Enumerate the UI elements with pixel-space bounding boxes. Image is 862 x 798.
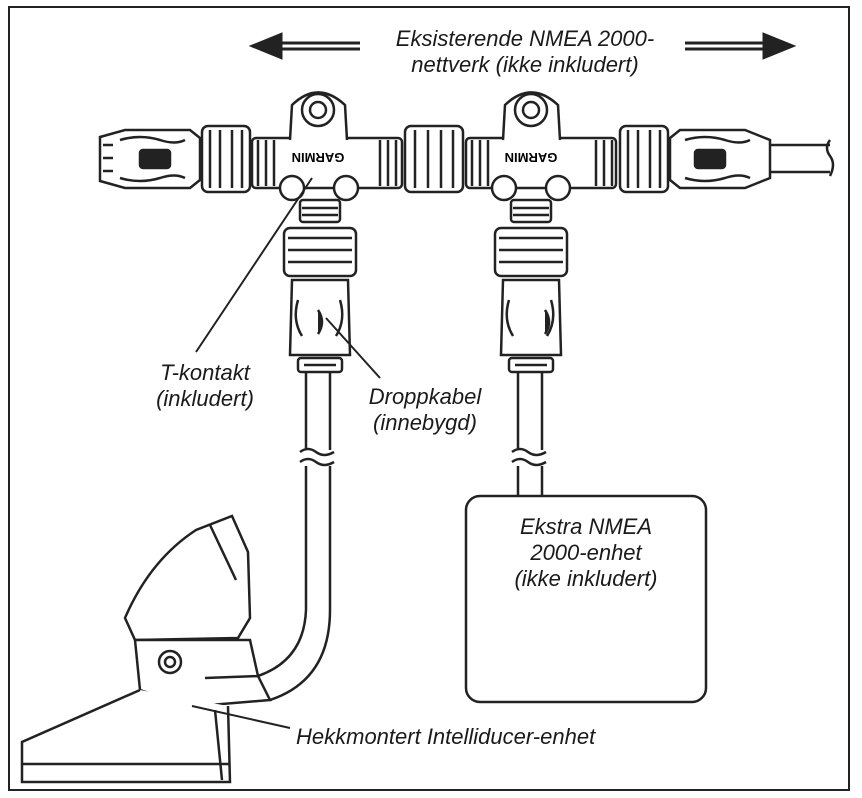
leader-dropcable: [325, 317, 381, 379]
tconnector-label-line1: T-kontakt: [160, 360, 250, 385]
drop-cable-left: [257, 372, 335, 702]
t-connector-right: [464, 91, 618, 202]
coupling-nut-left: [200, 124, 252, 194]
dropcable-label-line1: Droppkabel: [368, 384, 482, 409]
drop-connector-left: [282, 198, 358, 374]
drop-cable-right: [511, 372, 547, 496]
arrow-left-icon: [248, 32, 283, 60]
tconnector-label-line2: (inkludert): [156, 386, 254, 411]
device-label: Ekstra NMEA 2000-enhet (ikke inkludert): [466, 514, 706, 592]
network-label-line2: nettverk (ikke inkludert): [411, 52, 639, 77]
transom-transducer: [20, 514, 272, 784]
t-connector-left: [250, 91, 404, 202]
transducer-label: Hekkmontert Intelliducer-enhet: [296, 724, 596, 749]
arrow-right-icon: [762, 32, 797, 60]
network-label: Eksisterende NMEA 2000- nettverk (ikke i…: [370, 26, 680, 78]
coupling-nut-middle: [403, 124, 465, 194]
right-cable-connector: [668, 128, 772, 190]
dropcable-label: Droppkabel (innebygd): [350, 384, 500, 436]
device-label-line3: (ikke inkludert): [514, 566, 658, 591]
leader-lines: [191, 177, 381, 729]
left-terminator: [98, 128, 202, 190]
device-label-line2: 2000-enhet: [530, 540, 642, 565]
brand-label-right: GARMIN: [505, 150, 558, 165]
dropcable-label-line2: (innebygd): [373, 410, 477, 435]
backbone-cable-right: [770, 139, 835, 177]
coupling-nut-right: [618, 124, 670, 194]
tconnector-label: T-kontakt (inkludert): [130, 360, 280, 412]
device-label-line1: Ekstra NMEA: [519, 514, 653, 539]
extra-nmea-device-box: [464, 494, 708, 704]
leader-tconnector: [195, 177, 313, 353]
network-arrows: [248, 32, 797, 60]
brand-label-left: GARMIN: [292, 150, 345, 165]
drop-connector-right: [493, 198, 569, 374]
network-label-line1: Eksisterende NMEA 2000-: [395, 26, 655, 51]
leader-transducer: [191, 705, 291, 729]
